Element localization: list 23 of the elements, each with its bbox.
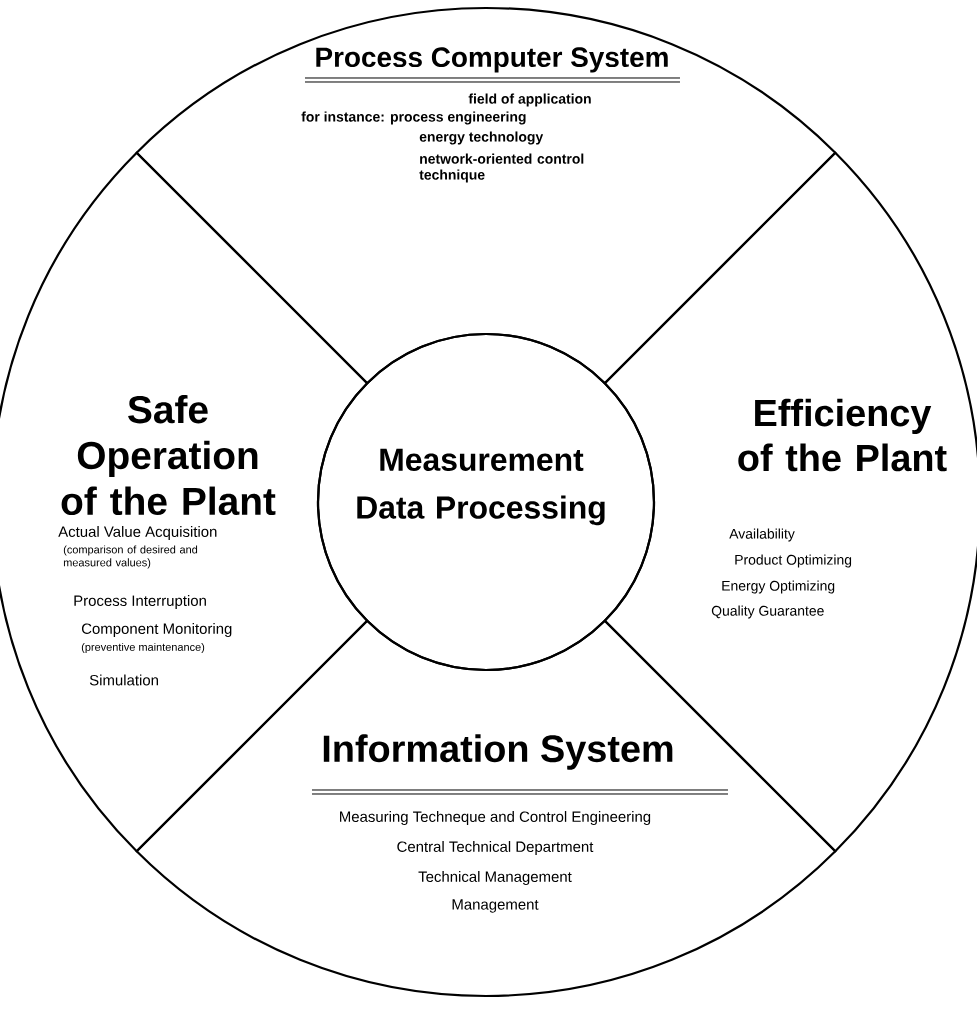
item-text: for instance: process engineering — [301, 111, 526, 125]
item-text: Process Interruption — [74, 595, 206, 609]
item-text: field of application — [468, 93, 591, 107]
item-text: Actual Value Acquisition — [58, 526, 217, 540]
item-text: energy technology — [419, 131, 544, 145]
item-text: Availability — [729, 528, 795, 542]
item-text: Quality Guarantee — [711, 605, 824, 619]
item-text: Component Monitoring — [81, 623, 232, 637]
item-text: Management — [452, 899, 539, 913]
heading: Process Computer System — [316, 47, 668, 73]
heading: Information System — [323, 734, 673, 770]
heading: Safe Operation of the Plant — [61, 394, 276, 516]
heading: Efficiency of the Plant — [738, 398, 947, 472]
item-text: Measuring Techneque and Control Engineering — [340, 811, 651, 825]
item-text: Simulation — [89, 674, 158, 686]
item-text: Product Optimizing — [735, 554, 852, 568]
heading: Measurement Data Processing — [357, 448, 605, 526]
item-text: (preventive maintenance) — [81, 642, 205, 654]
item-text: Central Technical Department — [397, 841, 594, 855]
item-text: Energy Optimizing — [722, 580, 835, 594]
item-text: (comparison of desired and measured values) — [63, 545, 198, 569]
item-text: Technical Management — [418, 871, 572, 885]
item-text: network-oriented control technique — [419, 153, 584, 183]
